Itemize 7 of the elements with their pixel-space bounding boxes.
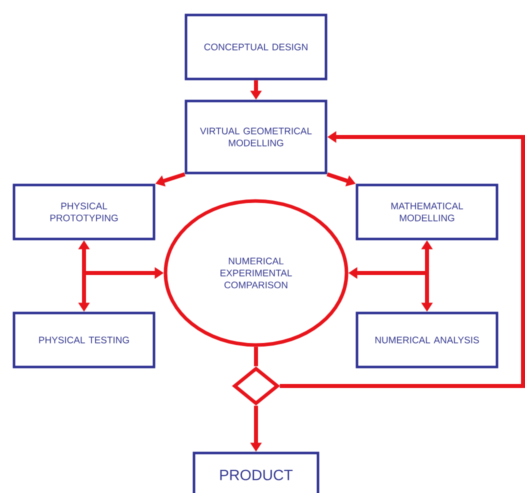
process-box: PHYSICAL TESTING bbox=[12, 312, 156, 368]
process-box: NUMERICAL ANALYSIS bbox=[356, 312, 498, 368]
process-box: MATHEMATICAL MODELLING bbox=[356, 184, 498, 240]
process-box: VIRTUAL GEOMETRICAL MODELLING bbox=[184, 100, 328, 174]
process-box: PHYSICAL PROTOTYPING bbox=[12, 184, 156, 240]
process-box: CONCEPTUAL DESIGN bbox=[184, 14, 328, 80]
process-box: PRODUCT bbox=[192, 452, 320, 493]
